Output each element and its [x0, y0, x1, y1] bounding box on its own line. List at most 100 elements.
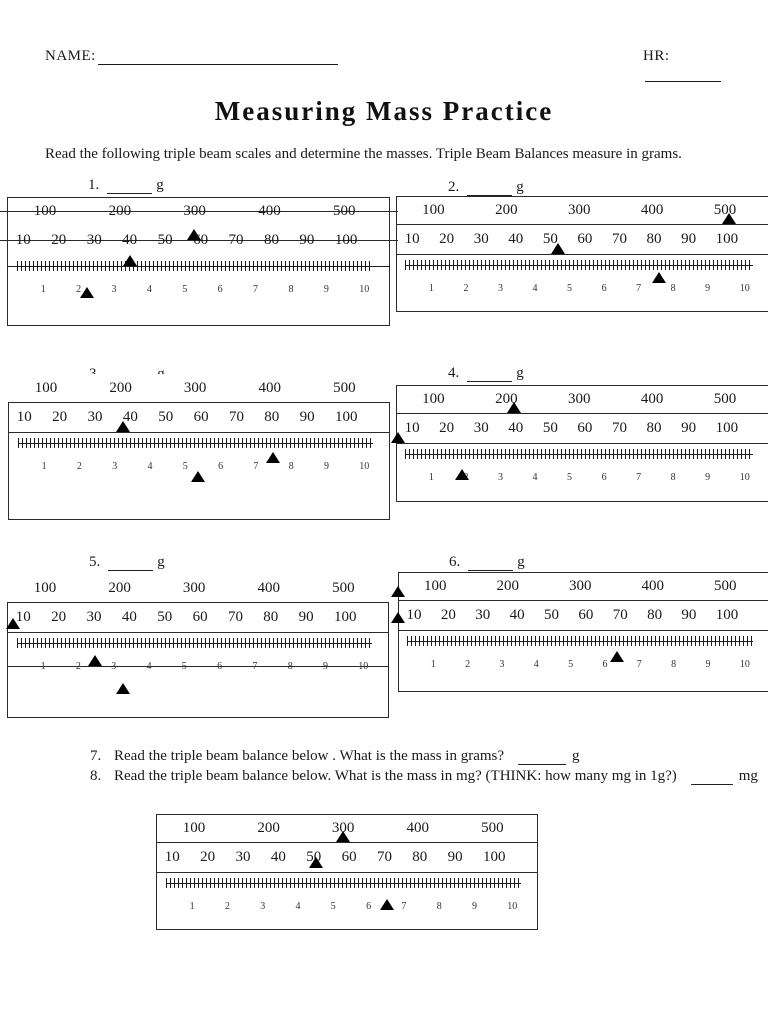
- scale-label: 40: [270, 848, 286, 865]
- hr-blank-line: [645, 67, 721, 82]
- scale-label: 100: [715, 230, 739, 247]
- scale-label: 100: [334, 231, 358, 248]
- scale-label: 500: [332, 202, 356, 219]
- scale-label: 200: [496, 577, 520, 594]
- rider-triangle: [391, 612, 405, 623]
- scale-label: 90: [681, 419, 697, 436]
- scale-label: 1: [189, 900, 195, 912]
- scale-label: 6: [217, 660, 223, 672]
- problem-label-1: 1.g: [88, 177, 164, 194]
- graduation-ticks: [396, 443, 768, 465]
- scale-label: 4: [146, 660, 152, 672]
- scale-label: 70: [611, 230, 627, 247]
- scale-label: 9: [705, 282, 711, 294]
- scale-label: 1: [40, 660, 46, 672]
- rider-triangle: [87, 655, 102, 666]
- graduation-ticks: [156, 872, 538, 894]
- answer-blank: [467, 182, 513, 196]
- scale-label: 4: [532, 282, 538, 294]
- scale-label: 40: [122, 408, 138, 425]
- scale-label: 400: [258, 379, 282, 396]
- scale-label: 100: [182, 819, 206, 836]
- scale-label: 90: [681, 606, 697, 623]
- scale-label: 300: [182, 579, 206, 596]
- scale-label: 100: [334, 608, 357, 625]
- scale-label: 90: [681, 230, 697, 247]
- scale-label: 10: [739, 658, 750, 670]
- scale-label: 80: [646, 419, 662, 436]
- rider-triangle: [455, 469, 470, 480]
- rider-triangle: [651, 272, 666, 283]
- unit-label: mg: [738, 768, 758, 784]
- scale-label: 90: [299, 408, 315, 425]
- scale-label: 30: [473, 419, 489, 436]
- scale-label: 6: [601, 282, 607, 294]
- scale-label: 7: [636, 282, 642, 294]
- scale-label: 10: [739, 471, 750, 483]
- scale-label: 90: [447, 848, 463, 865]
- answer-blank: [108, 557, 154, 571]
- problem-label-2: 2.g: [448, 179, 524, 196]
- scale-label: 100: [715, 606, 739, 623]
- scale-label: 90: [298, 608, 314, 625]
- name-hr-line: NAME: HR:: [45, 48, 735, 82]
- rider-triangle: [190, 471, 205, 482]
- scale-label: 50: [543, 606, 559, 623]
- scale-label: 50: [157, 231, 173, 248]
- scale-label: 300: [183, 379, 207, 396]
- rider-triangle: [122, 255, 137, 266]
- scale-label: 5: [181, 660, 187, 672]
- scale-label: 20: [51, 608, 67, 625]
- scale-label: 9: [323, 283, 329, 295]
- scale-label: 6: [218, 460, 224, 472]
- scale-label: 30: [235, 848, 251, 865]
- scale-label: 4: [532, 471, 538, 483]
- scale-label: 40: [121, 608, 137, 625]
- scale-label: 1: [428, 471, 434, 483]
- scale-label: 3: [497, 282, 503, 294]
- scale-label: 30: [86, 231, 102, 248]
- scale-label: 8: [288, 283, 294, 295]
- rider-triangle: [6, 618, 21, 629]
- scale-label: 60: [577, 419, 593, 436]
- rider-triangle: [309, 857, 324, 868]
- scale-label: 100: [33, 202, 57, 219]
- scale-label: 10: [406, 606, 422, 623]
- scale-label: 10: [164, 848, 180, 865]
- scale-label: 20: [440, 606, 456, 623]
- graduation-ticks: [7, 255, 390, 277]
- scale-label: 400: [640, 201, 664, 218]
- scale-label: 60: [577, 230, 593, 247]
- scale-label: 5: [182, 460, 188, 472]
- scale-label: 300: [183, 202, 206, 219]
- graduation-ticks: [7, 632, 389, 654]
- unit-label: g: [157, 554, 165, 570]
- scale-label: 400: [406, 819, 430, 836]
- scale-label: 100: [483, 848, 506, 865]
- scale-label: 2: [224, 900, 230, 912]
- scale-label: 20: [439, 230, 455, 247]
- hr-wrap: HR:: [643, 48, 735, 82]
- scale-label: 10: [739, 282, 750, 294]
- scale-label: 3: [112, 460, 118, 472]
- scale-label: 2: [76, 460, 82, 472]
- scale-label: 80: [263, 231, 279, 248]
- scale-label: 400: [641, 577, 665, 594]
- answer-blank: [467, 368, 513, 382]
- scale-label: 40: [122, 231, 138, 248]
- rider-triangle: [721, 213, 736, 224]
- scale-label: 90: [299, 231, 315, 248]
- problem-label-6: 6.g: [449, 554, 525, 571]
